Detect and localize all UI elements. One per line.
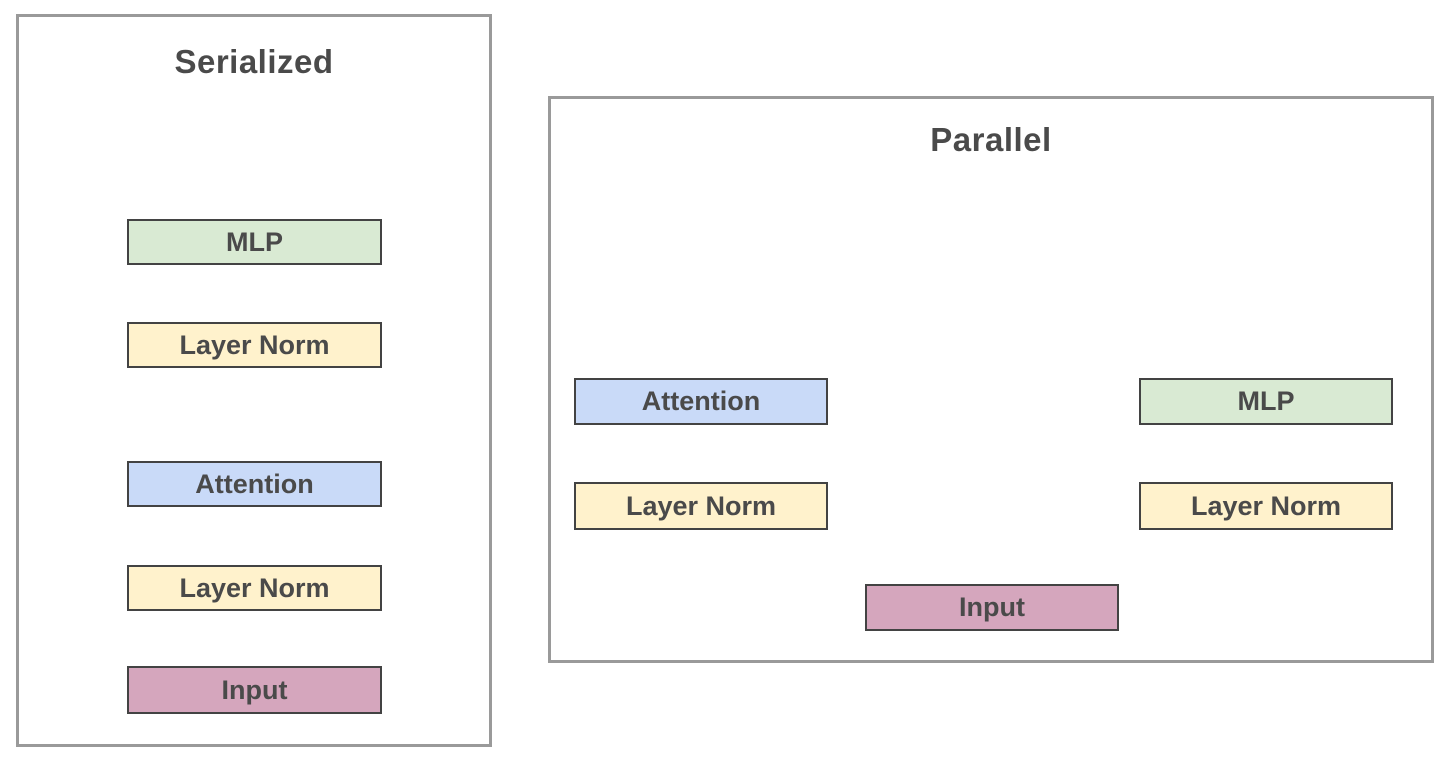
serialized-node-mlp: MLP bbox=[127, 219, 382, 265]
parallel-node-layernorm-left: Layer Norm bbox=[574, 482, 828, 530]
serialized-panel-title: Serialized bbox=[174, 43, 334, 80]
parallel-node-mlp: MLP bbox=[1139, 378, 1393, 425]
serialized-node-layernorm-1: Layer Norm bbox=[127, 565, 382, 611]
serialized-panel: Serialized bbox=[16, 14, 492, 747]
parallel-panel-title: Parallel bbox=[930, 121, 1052, 158]
serialized-node-layernorm-2: Layer Norm bbox=[127, 322, 382, 368]
serialized-node-attention: Attention bbox=[127, 461, 382, 507]
parallel-node-layernorm-right: Layer Norm bbox=[1139, 482, 1393, 530]
parallel-node-input: Input bbox=[865, 584, 1119, 631]
parallel-node-attention: Attention bbox=[574, 378, 828, 425]
serialized-node-input: Input bbox=[127, 666, 382, 714]
